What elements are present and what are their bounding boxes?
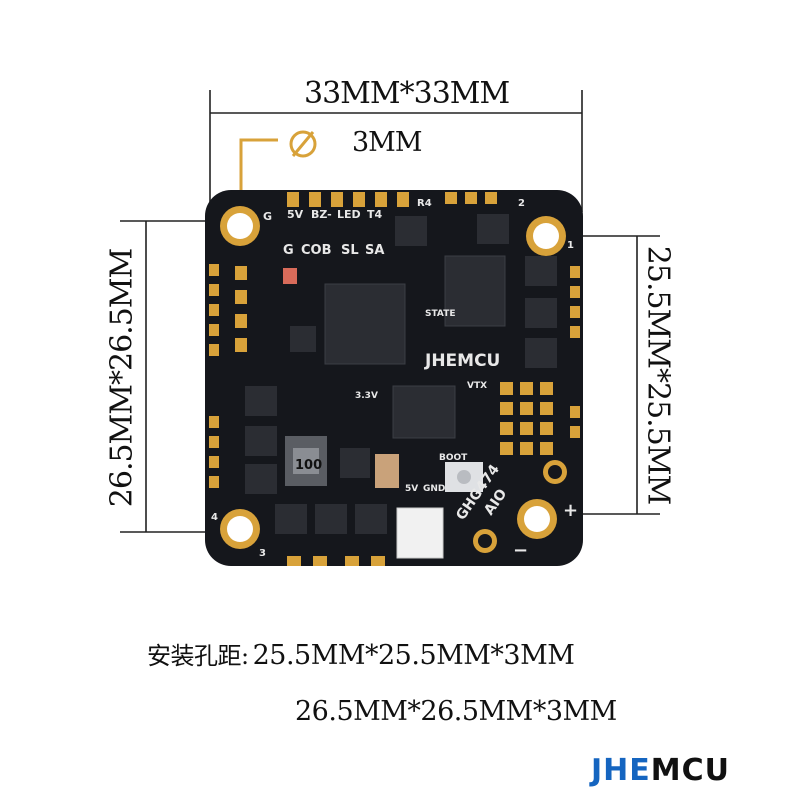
silk-corner-2: 2 bbox=[518, 198, 525, 209]
chips bbox=[245, 214, 557, 559]
note-line-1: 安装孔距:25.5MM*25.5MM*3MM bbox=[147, 636, 575, 671]
dim-top-label: 33MM*33MM bbox=[304, 76, 510, 111]
silk-inductor: 100 bbox=[295, 458, 322, 473]
silk-boot: BOOT bbox=[439, 453, 468, 463]
silk-g-top: G bbox=[263, 210, 272, 223]
pcb-board: G 5V BZ- LED T4 G COB SL SA R4 2 1 3 4 J… bbox=[205, 190, 583, 566]
mounting-holes bbox=[220, 206, 567, 553]
left-pads bbox=[209, 264, 247, 488]
silk-corner-4: 4 bbox=[211, 512, 218, 523]
dim-right-label: 25.5MM*25.5MM bbox=[640, 245, 676, 505]
vtx-pad-grid bbox=[500, 382, 553, 455]
logo-part-1: JHE bbox=[591, 753, 651, 788]
silk-5v-bottom: 5V bbox=[405, 484, 418, 494]
note-value-1: 25.5MM*25.5MM*3MM bbox=[252, 640, 575, 671]
top-pads bbox=[287, 192, 497, 207]
silk-sa: SA bbox=[365, 243, 384, 258]
bottom-pads bbox=[287, 556, 385, 566]
silk-cob: COB bbox=[301, 243, 332, 258]
led bbox=[283, 268, 297, 284]
silk-minus: − bbox=[513, 540, 528, 561]
silk-t4: T4 bbox=[367, 208, 383, 221]
silk-brand: JHEMCU bbox=[424, 351, 500, 371]
silk-led: LED bbox=[337, 208, 361, 221]
silk-corner-3: 3 bbox=[259, 548, 266, 559]
gyro-chip bbox=[392, 385, 456, 439]
diameter-slash bbox=[291, 131, 315, 157]
dim-left-label: 26.5MM*26.5MM bbox=[104, 248, 140, 508]
capacitor bbox=[375, 454, 399, 488]
silk-vtx: VTX bbox=[467, 381, 487, 391]
silk-plus: + bbox=[563, 500, 578, 521]
connector bbox=[396, 507, 444, 559]
silk-r4: R4 bbox=[417, 198, 432, 209]
silk-bz: BZ- bbox=[311, 208, 332, 221]
jhemcu-logo: JHEMCU bbox=[591, 753, 730, 788]
silk-sl: SL bbox=[341, 243, 359, 258]
right-pads bbox=[570, 266, 580, 438]
silk-g-bottom: G bbox=[283, 243, 294, 258]
silk-corner-1: 1 bbox=[567, 240, 574, 251]
silk-5v: 5V bbox=[287, 208, 304, 221]
mcu-chip bbox=[324, 283, 406, 365]
dim-hole-label: 3MM bbox=[352, 127, 422, 158]
silk-gnd: GND bbox=[423, 484, 445, 494]
note-label: 安装孔距: bbox=[147, 642, 249, 670]
note-line-2: 26.5MM*26.5MM*3MM bbox=[295, 696, 617, 727]
esc-chip bbox=[444, 255, 506, 327]
diameter-icon bbox=[289, 130, 317, 158]
logo-part-2: MCU bbox=[650, 753, 730, 788]
silk-state: STATE bbox=[425, 309, 455, 319]
silk-3v3: 3.3V bbox=[355, 391, 378, 401]
